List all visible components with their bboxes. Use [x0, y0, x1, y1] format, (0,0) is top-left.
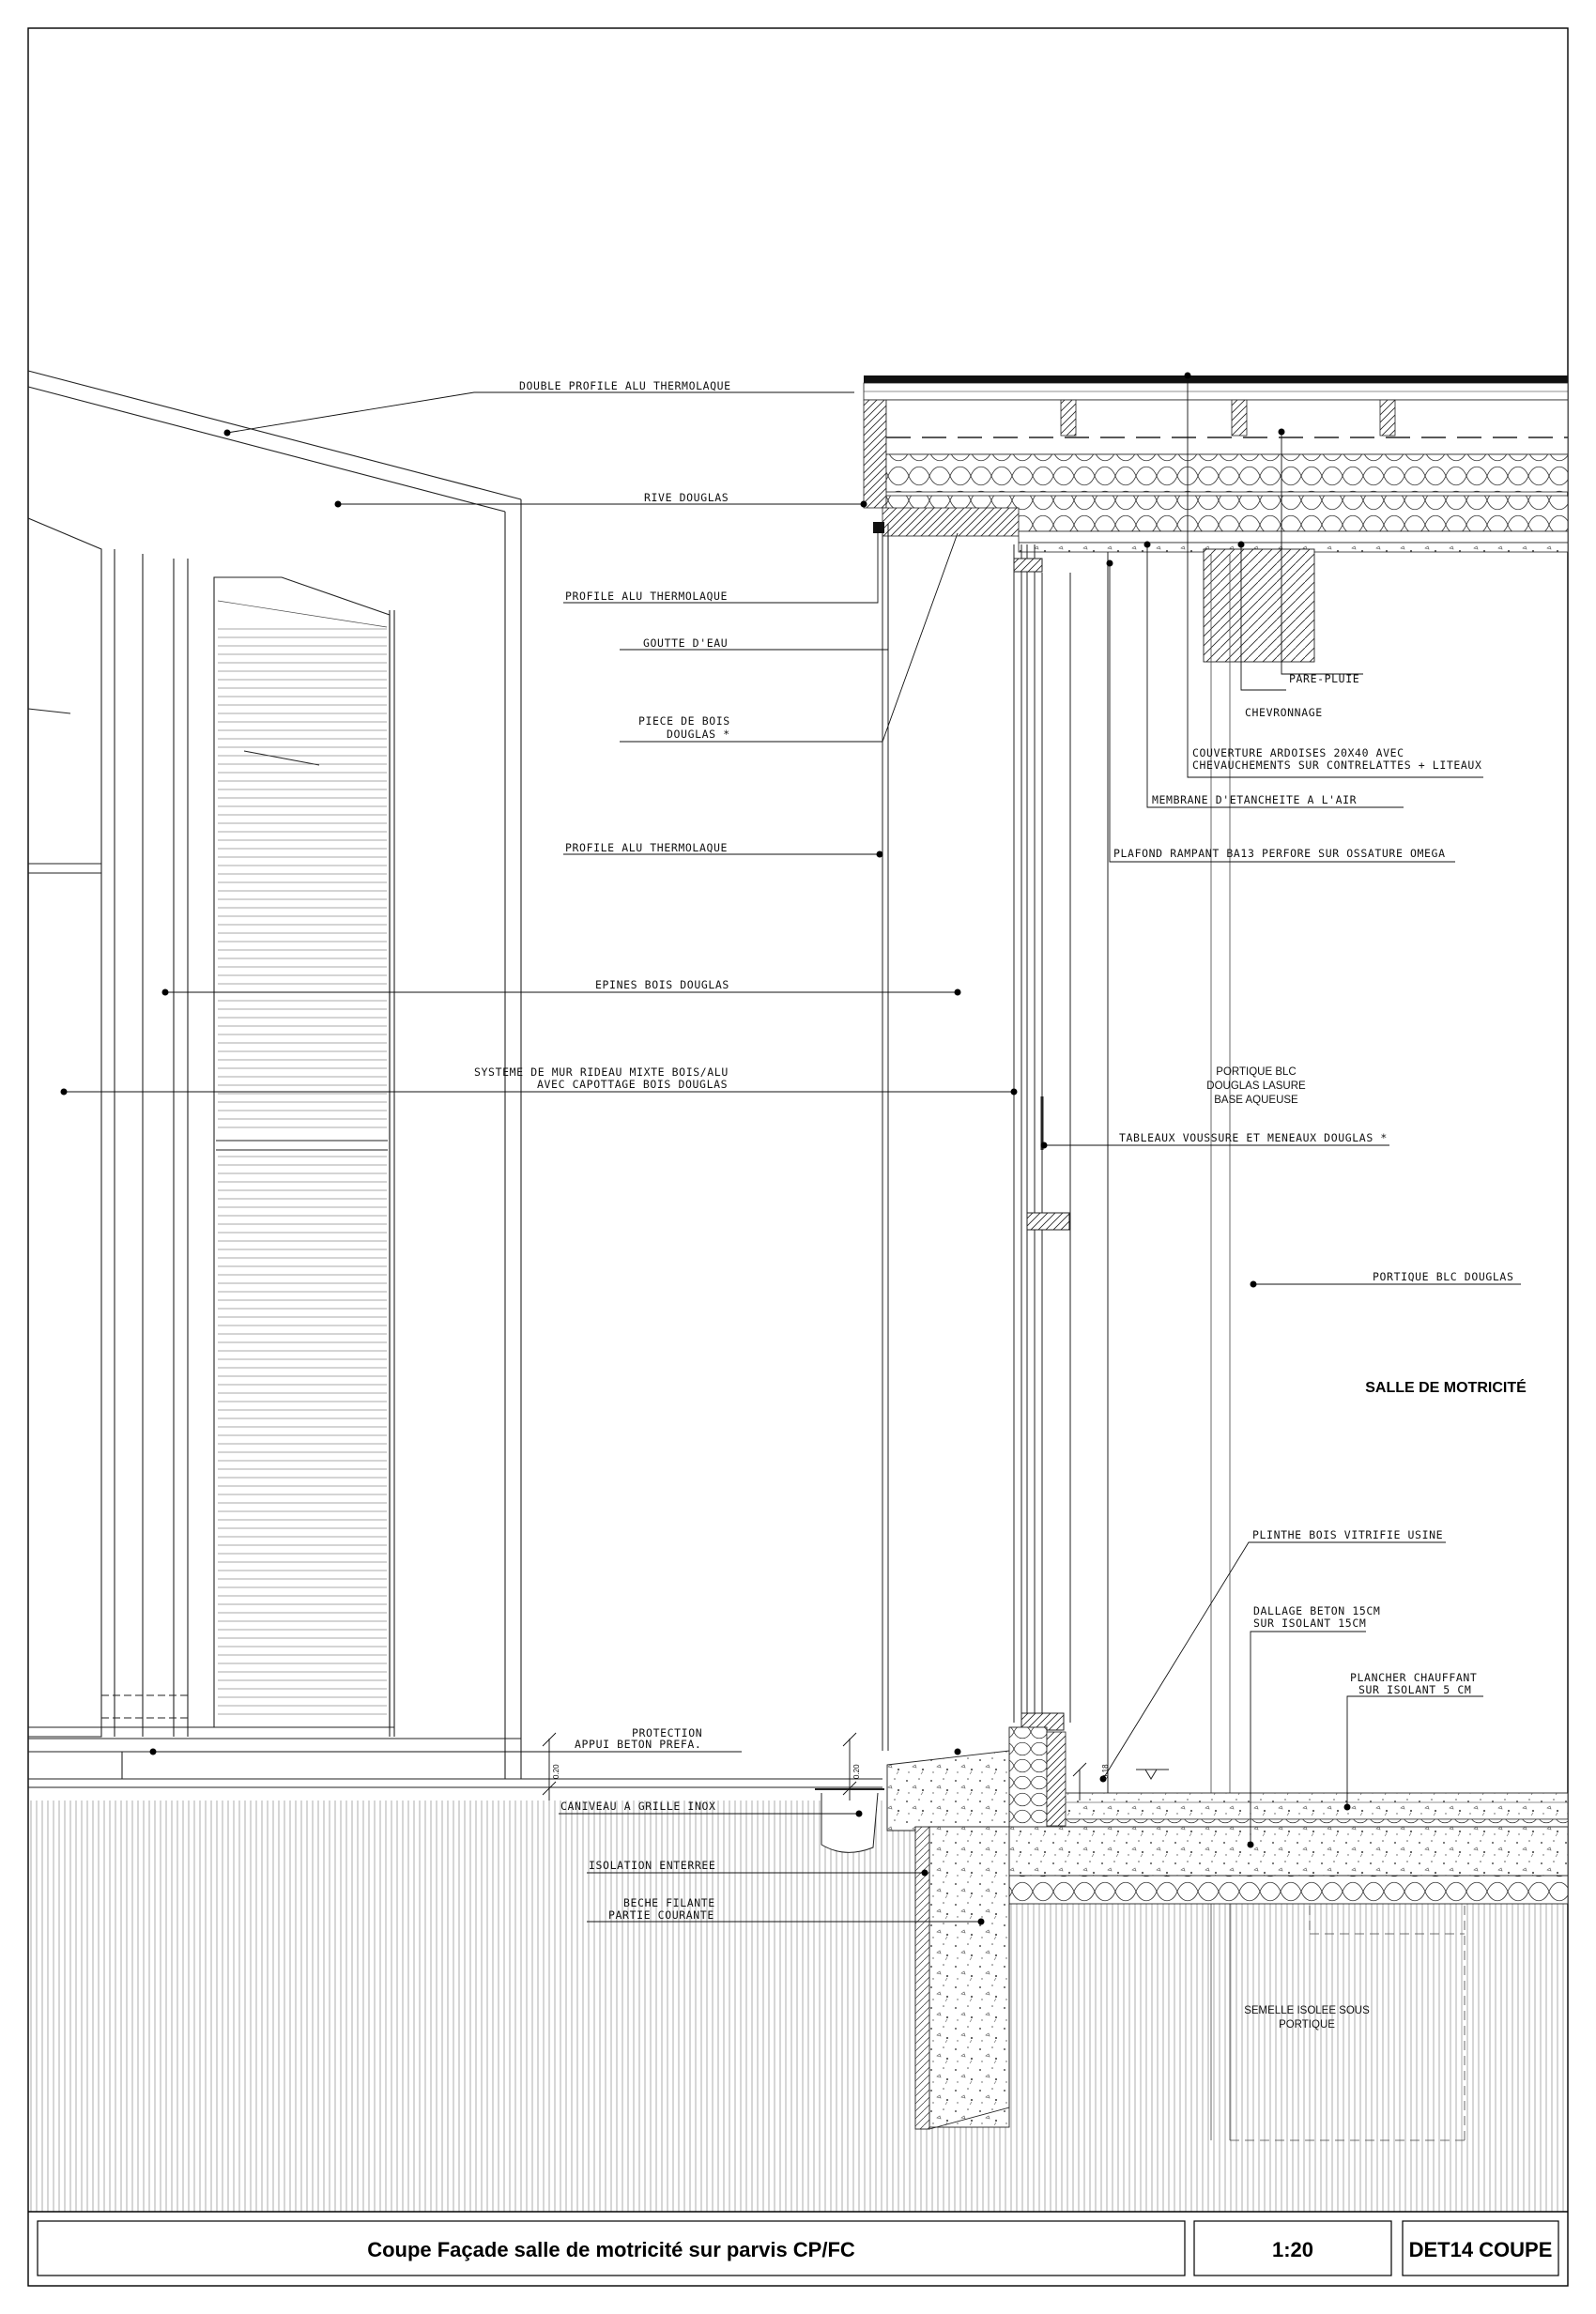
label-semelle-1: SEMELLE ISOLEE SOUS [1244, 2005, 1370, 2016]
floor-foundation [815, 1726, 1569, 2130]
slat-group-lower [218, 1156, 387, 1715]
leader-lines [64, 375, 1521, 1923]
reference-box [1402, 2220, 1559, 2276]
label-mur-rideau-1: SYSTEME DE MUR RIDEAU MIXTE BOIS/ALU [474, 1065, 729, 1079]
label-chevronnage: CHEVRONNAGE [1245, 706, 1323, 719]
label-beche-2: PARTIE COURANTE [608, 1908, 714, 1922]
label-semelle-2: PORTIQUE [1279, 2019, 1335, 2030]
label-dallage-1: DALLAGE BETON 15CM [1253, 1604, 1380, 1617]
label-couverture-1: COUVERTURE ARDOISES 20X40 AVEC [1192, 746, 1404, 759]
roof-battens [1060, 399, 1396, 437]
label-plancher-1: PLANCHER CHAUFFANT [1350, 1671, 1477, 1684]
label-caniveau: CANIVEAU A GRILLE INOX [560, 1800, 716, 1813]
label-plafond: PLAFOND RAMPANT BA13 PERFORE SUR OSSATUR… [1113, 847, 1446, 860]
label-protection-2: APPUI BETON PREFA. [575, 1738, 701, 1751]
sheet-frame [27, 27, 1569, 2287]
title-block: Coupe Façade salle de motricité sur parv… [28, 2211, 1568, 2276]
dim-middle: 0.20 [852, 1764, 861, 1779]
room-name: SALLE DE MOTRICITÉ [1365, 1378, 1527, 1396]
curtain-wall [882, 533, 1109, 1802]
drawing-title: Coupe Façade salle de motricité sur parv… [367, 2238, 855, 2261]
label-portique-lasure-3: BASE AQUEUSE [1214, 1095, 1298, 1106]
label-plinthe: PLINTHE BOIS VITRIFIE USINE [1252, 1528, 1443, 1541]
label-protection-1: PROTECTION [632, 1726, 702, 1739]
drawing-scale: 1:20 [1272, 2238, 1313, 2261]
label-portique-douglas: PORTIQUE BLC DOUGLAS [1373, 1270, 1513, 1283]
label-portique-lasure-2: DOUGLAS LASURE [1206, 1080, 1306, 1092]
label-goutte-eau: GOUTTE D'EAU [643, 636, 728, 650]
label-isolation: ISOLATION ENTERREE [589, 1859, 715, 1872]
roof-section [863, 375, 1569, 663]
drawing-reference: DET14 COUPE [1409, 2238, 1553, 2261]
label-mur-rideau-2: AVEC CAPOTTAGE BOIS DOUGLAS [537, 1078, 728, 1091]
label-piece-bois-1: PIECE DE BOIS [638, 714, 730, 728]
annotation-labels: DOUBLE PROFILE ALU THERMOLAQUE RIVE DOUG… [474, 379, 1527, 2030]
label-piece-bois-2: DOUGLAS * [667, 728, 730, 741]
background-elevation [27, 370, 882, 1788]
label-membrane: MEMBRANE D'ETANCHEITE A L'AIR [1152, 793, 1357, 806]
label-portique-lasure-1: PORTIQUE BLC [1216, 1066, 1296, 1078]
leader-dots [60, 372, 1351, 1925]
label-epines: EPINES BOIS DOUGLAS [595, 978, 729, 991]
label-couverture-2: CHEVAUCHEMENTS SUR CONTRELATTES + LITEAU… [1192, 759, 1481, 772]
slat-group-upper [218, 628, 387, 1128]
label-profile-alu-mid: PROFILE ALU THERMOLAQUE [565, 841, 728, 854]
label-pare-pluie: PARE-PLUIE [1289, 672, 1359, 685]
label-plancher-2: SUR ISOLANT 5 CM [1358, 1683, 1471, 1696]
dimension-markers [542, 1732, 1087, 1801]
dim-left: 0.20 [552, 1764, 560, 1779]
label-beche-1: BECHE FILANTE [623, 1896, 715, 1909]
scale-box [1193, 2220, 1392, 2276]
label-tableaux: TABLEAUX VOUSSURE ET MENEAUX DOUGLAS * [1119, 1131, 1388, 1144]
label-double-profile: DOUBLE PROFILE ALU THERMOLAQUE [519, 379, 731, 392]
label-dallage-2: SUR ISOLANT 15CM [1253, 1617, 1366, 1630]
label-profile-alu-top: PROFILE ALU THERMOLAQUE [565, 590, 728, 603]
dim-right: 0.18 [1101, 1764, 1110, 1779]
shutter-slats [217, 600, 388, 628]
label-rive-douglas: RIVE DOUGLAS [644, 491, 729, 504]
title-box [37, 2220, 1186, 2276]
